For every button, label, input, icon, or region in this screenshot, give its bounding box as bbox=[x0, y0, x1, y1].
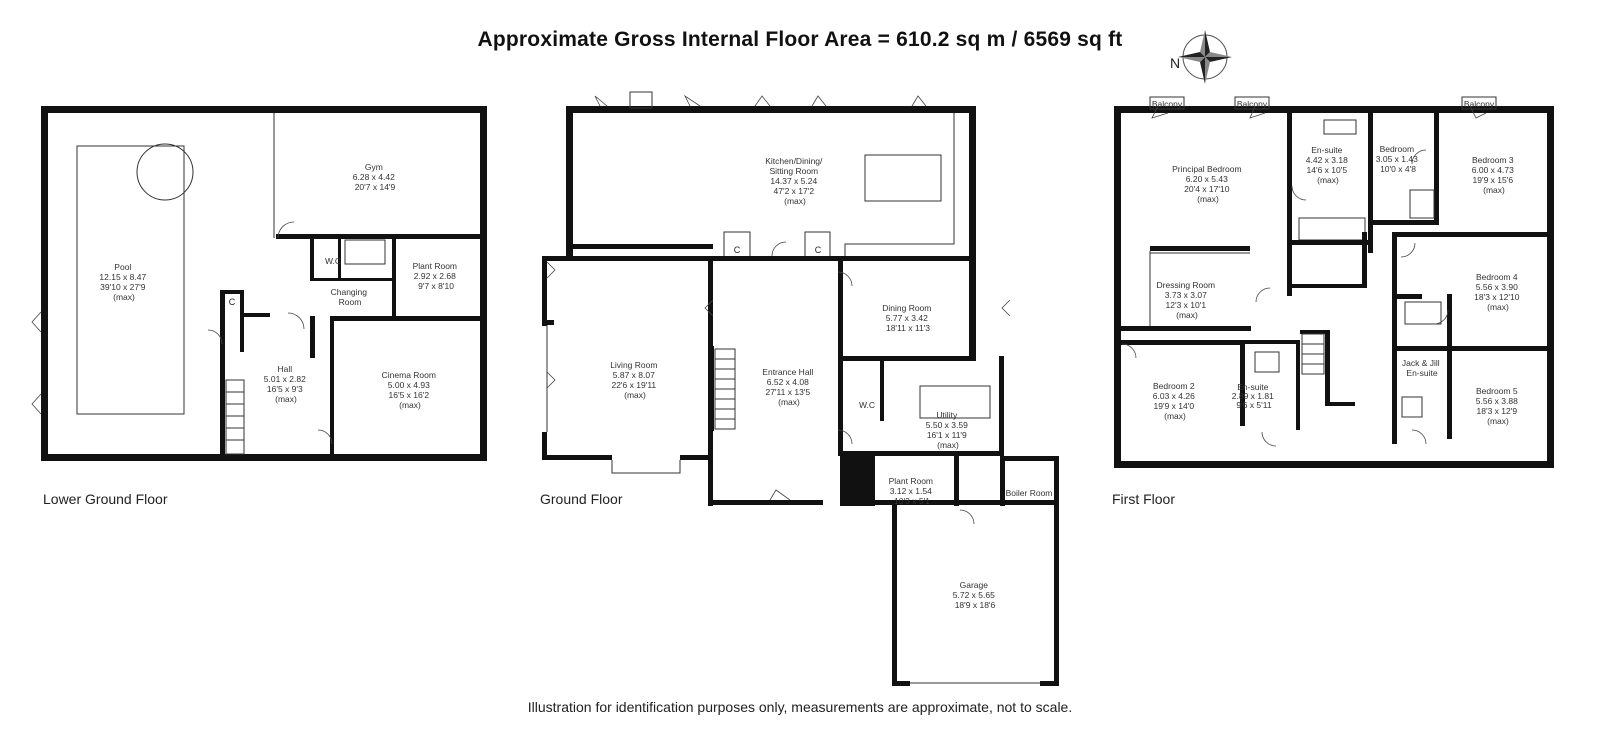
ff-balcony-3-label: Balcony bbox=[1464, 99, 1495, 109]
ground-floor-label: Ground Floor bbox=[540, 491, 623, 507]
ff-principal-bedroom-label: Principal Bedroom 6.20 x 5.43 20'4 x 17'… bbox=[1172, 164, 1244, 204]
lgf-plant-room-label: Plant Room 2.92 x 2.68 9'7 x 8'10 bbox=[413, 261, 460, 291]
ff-balcony-1-label: Balcony bbox=[1152, 99, 1183, 109]
ff-ensuite-main-label: En-suite 4.42 x 3.18 14'6 x 10'5 (max) bbox=[1306, 145, 1350, 185]
ff-bedroom-3-label: Bedroom 3 6.00 x 4.73 19'9 x 15'6 (max) bbox=[1472, 155, 1516, 195]
ff-dressing-room-label: Dressing Room 3.73 x 3.07 12'3 x 10'1 (m… bbox=[1157, 280, 1218, 320]
lgf-cinema-room-label: Cinema Room 5.00 x 4.93 16'5 x 16'2 (max… bbox=[382, 370, 439, 410]
lgf-wc-label: W.C bbox=[325, 256, 341, 266]
ff-bedroom-2-label: Bedroom 2 6.03 x 4.26 19'9 x 14'0 (max) bbox=[1153, 381, 1197, 421]
lower-ground-floor-plan bbox=[31, 106, 487, 461]
floor-area-title: Approximate Gross Internal Floor Area = … bbox=[477, 28, 1123, 51]
ff-bedroom-5-label: Bedroom 5 5.56 x 3.88 18'3 x 12'9 (max) bbox=[1476, 386, 1520, 426]
gf-boiler-room-label: Boiler Room bbox=[1006, 488, 1053, 498]
ff-jack-jill-label: Jack & Jill En-suite bbox=[1402, 358, 1442, 378]
lower-ground-floor-label: Lower Ground Floor bbox=[43, 491, 168, 507]
gf-living-room-label: Living Room 5.87 x 8.07 22'6 x 19'11 (ma… bbox=[610, 360, 660, 400]
gf-entrance-hall-label: Entrance Hall 6.52 x 4.08 27'11 x 13'5 (… bbox=[762, 367, 815, 407]
lgf-gym-label: Gym 6.28 x 4.42 20'7 x 14'9 bbox=[353, 162, 397, 192]
gf-kitchen-label: Kitchen/Dining/ Sitting Room 14.37 x 5.2… bbox=[765, 156, 825, 206]
gf-cupboard-2-label: C bbox=[815, 245, 822, 255]
gf-plant-room-label: Plant Room 3.12 x 1.54 10'3 x 5'1 bbox=[889, 476, 936, 506]
lgf-pool-label: Pool 12.15 x 8.47 39'10 x 27'9 (max) bbox=[99, 262, 148, 302]
compass-north-label: N bbox=[1170, 55, 1180, 71]
disclaimer-text: Illustration for identification purposes… bbox=[527, 699, 1073, 715]
first-floor-label: First Floor bbox=[1112, 491, 1175, 507]
lgf-changing-room-label: Changing Room bbox=[331, 287, 370, 307]
gf-garage-label: Garage 5.72 x 5.65 18'9 x 18'6 bbox=[953, 580, 997, 610]
gf-utility-label: Utility 5.50 x 3.59 16'1 x 11'9 (max) bbox=[926, 410, 970, 450]
compass-rose-icon bbox=[1178, 30, 1232, 84]
ff-ensuite-2-label: En-suite 2.89 x 1.81 9'6 x 5'11 bbox=[1232, 382, 1276, 410]
first-floor-plan bbox=[1114, 96, 1554, 468]
lgf-hall-label: Hall 5.01 x 2.82 16'5 x 9'3 (max) bbox=[264, 364, 308, 404]
gf-cupboard-1-label: C bbox=[734, 245, 741, 255]
gf-dining-room-label: Dining Room 5.77 x 3.42 18'11 x 11'3 bbox=[882, 303, 934, 333]
ff-bedroom-small-label: Bedroom 3.05 x 1.43 10'0 x 4'8 bbox=[1376, 144, 1420, 174]
gf-wc-label: W.C bbox=[859, 400, 875, 410]
lgf-cupboard-label: C bbox=[229, 297, 236, 307]
ground-floor-plan bbox=[542, 91, 1059, 686]
ff-balcony-2-label: Balcony bbox=[1237, 99, 1268, 109]
ff-bedroom-4-label: Bedroom 4 5.56 x 3.90 18'3 x 12'10 (max) bbox=[1474, 272, 1522, 312]
